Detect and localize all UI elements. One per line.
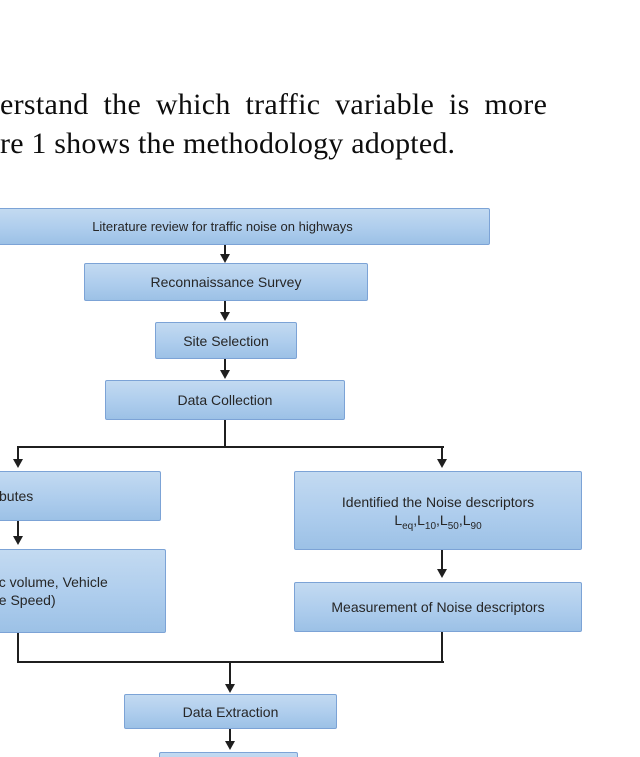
- connector-line: [229, 661, 231, 684]
- noise-descriptor-symbols: Leq,L10,L50,L90: [394, 511, 482, 532]
- arrowhead-down-icon: [13, 459, 23, 468]
- node-identified-noise-descriptors: Identified the Noise descriptors Leq,L10…: [294, 471, 582, 550]
- connector-line: [17, 446, 19, 459]
- connector-line: [17, 633, 19, 663]
- arrowhead-down-icon: [437, 569, 447, 578]
- connector-line: [224, 420, 226, 447]
- arrowhead-down-icon: [220, 254, 230, 263]
- connector-line: [224, 245, 226, 256]
- arrowhead-down-icon: [13, 536, 23, 545]
- node-data-extraction-label: Data Extraction: [182, 703, 279, 720]
- node-traffic-data-line2: vehicle Speed): [0, 592, 56, 608]
- arrowhead-down-icon: [220, 370, 230, 379]
- node-identified-noise-descriptors-label: Identified the Noise descriptors: [341, 493, 535, 510]
- branch-line: [18, 446, 444, 448]
- node-literature-review-label: Literature review for traffic noise on h…: [92, 218, 353, 234]
- connector-line: [441, 550, 443, 569]
- connector-line: [229, 729, 231, 742]
- connector-line: [224, 359, 226, 371]
- node-data-extraction: Data Extraction: [124, 694, 337, 729]
- node-traffic-data-line1: (Traffic volume, Vehicle: [0, 574, 108, 590]
- connector-line: [441, 446, 443, 459]
- node-data-collection-label: Data Collection: [177, 392, 273, 408]
- merge-line: [18, 661, 444, 663]
- arrowhead-down-icon: [437, 459, 447, 468]
- node-site-selection: Site Selection: [155, 322, 297, 359]
- node-traffic-data: (Traffic volume, Vehicle vehicle Speed): [0, 549, 166, 633]
- arrowhead-down-icon: [225, 684, 235, 693]
- arrowhead-down-icon: [225, 741, 235, 750]
- arrowhead-down-icon: [220, 312, 230, 321]
- connector-line: [441, 632, 443, 663]
- node-traffic-attributes-label: c Attributes: [0, 488, 34, 504]
- node-reconnaissance-survey: Reconnaissance Survey: [84, 263, 368, 301]
- node-site-selection-label: Site Selection: [183, 332, 269, 349]
- node-data-collection: Data Collection: [105, 380, 345, 420]
- paragraph-line-1: erstand the which traffic variable is mo…: [0, 88, 548, 121]
- node-measurement-noise-descriptors: Measurement of Noise descriptors: [294, 582, 582, 632]
- node-reconnaissance-survey-label: Reconnaissance Survey: [150, 274, 302, 290]
- connector-line: [17, 521, 19, 537]
- node-literature-review: Literature review for traffic noise on h…: [0, 208, 490, 245]
- node-bottom-partial: [159, 752, 298, 757]
- connector-line: [224, 301, 226, 312]
- node-traffic-attributes: c Attributes: [0, 471, 161, 521]
- node-measurement-noise-descriptors-label: Measurement of Noise descriptors: [331, 599, 545, 615]
- paragraph-line-2: re 1 shows the methodology adopted.: [0, 127, 456, 160]
